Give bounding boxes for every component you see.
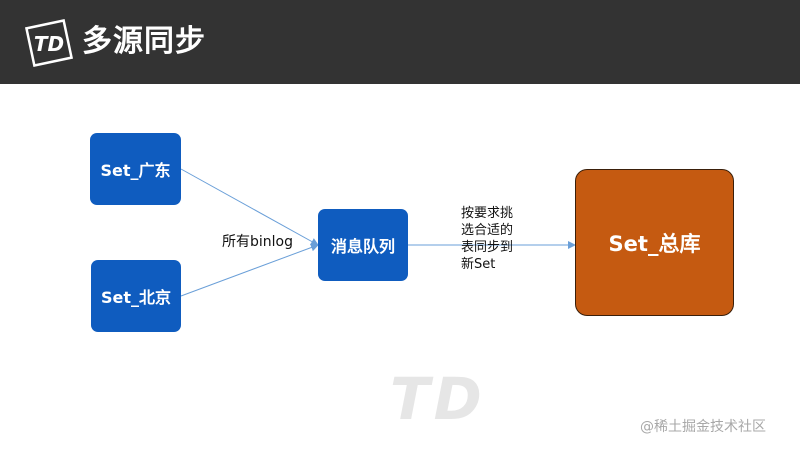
node-set-guangdong: Set_广东	[90, 133, 181, 205]
edge-label-line: 按要求挑	[461, 206, 514, 221]
edge-label-line: 新Set	[461, 257, 496, 272]
node-message-queue: 消息队列	[318, 209, 408, 281]
node-set-main-db: Set_总库	[575, 169, 734, 316]
td-logo-icon: TD	[24, 18, 74, 68]
edge-label-select-tables: 按要求挑 选合适的 表同步到 新Set	[461, 205, 525, 273]
edge-gd-to-mq	[180, 168, 319, 246]
node-set-beijing: Set_北京	[91, 260, 181, 332]
page-title: 多源同步	[82, 24, 206, 59]
node-label: 消息队列	[330, 237, 395, 256]
header-bar: TD 多源同步	[0, 0, 800, 84]
edge-label-line: 选合适的	[461, 223, 514, 238]
watermark-logo: TD	[390, 365, 486, 433]
edge-label-line: 表同步到	[461, 240, 514, 255]
logo-text: TD	[34, 32, 64, 56]
node-label: Set_广东	[100, 161, 171, 180]
edge-bj-to-mq	[180, 243, 319, 297]
node-label: Set_北京	[100, 288, 172, 307]
node-label: Set_总库	[608, 231, 701, 256]
watermark-text: @稀土掘金技术社区	[640, 419, 766, 435]
edge-label-binlog: 所有binlog	[222, 234, 293, 250]
